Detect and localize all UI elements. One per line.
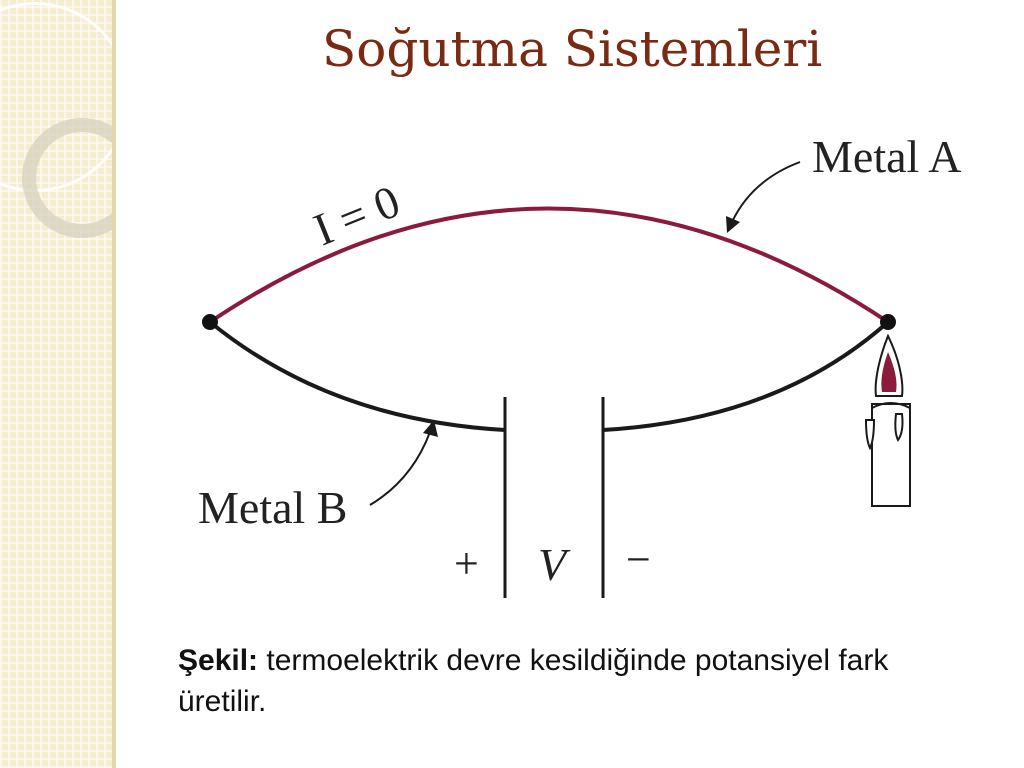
figure-caption: Şekil: termoelektrik devre kesildiğinde …	[178, 640, 898, 722]
metal-b-label: Metal B	[198, 482, 347, 533]
thermoelectric-circuit-diagram: I = 0 Metal A Metal B + V −	[198, 131, 961, 598]
left-junction	[202, 314, 218, 330]
metal-a-label: Metal A	[812, 131, 961, 182]
caption-text: termoelektrik devre kesildiğinde potansi…	[178, 644, 889, 718]
caption-prefix: Şekil:	[178, 644, 259, 677]
candle-icon	[864, 333, 911, 507]
metal-b-wire-right	[602, 320, 890, 432]
metal-a-pointer-arrow	[726, 161, 801, 233]
decorative-side-panel	[0, 0, 112, 768]
voltage-label: V	[538, 539, 571, 590]
side-panel-edge	[112, 0, 116, 768]
metal-b-wire-left	[208, 320, 506, 432]
plus-label: +	[454, 539, 479, 588]
right-junction	[880, 314, 896, 330]
metal-a-wire	[208, 206, 890, 324]
minus-label: −	[626, 535, 651, 584]
metal-b-pointer-arrow	[369, 420, 438, 506]
slide-title: Soğutma Sistemleri	[322, 20, 823, 78]
